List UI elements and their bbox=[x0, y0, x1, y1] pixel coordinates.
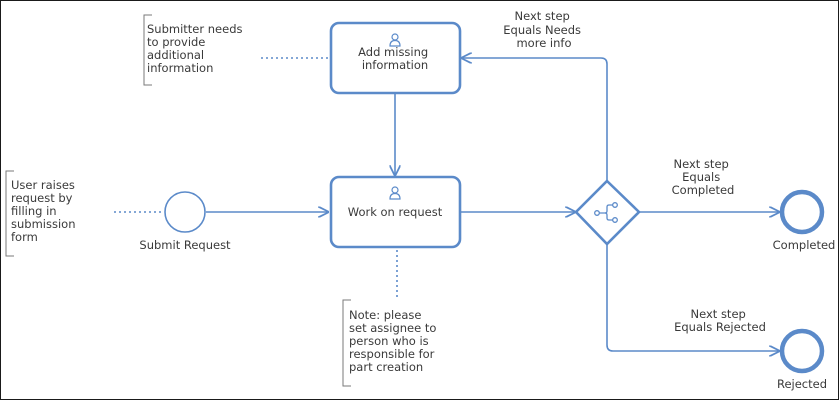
annotation-text: Submitter needs to provide additional in… bbox=[147, 22, 246, 75]
task-label-line: Add missing bbox=[358, 45, 428, 59]
start-event-submit-request[interactable]: Submit Request bbox=[139, 191, 231, 252]
flow-label-line: Equals Rejected bbox=[674, 320, 766, 334]
task-label-line: information bbox=[362, 58, 428, 72]
flow-label-line: Next step bbox=[515, 9, 570, 23]
annotation-line: information bbox=[147, 61, 213, 75]
annotation-note: Note: please set assignee to person who … bbox=[342, 250, 440, 387]
end-event-rejected[interactable]: Rejected bbox=[777, 328, 827, 391]
annotation-line: request by bbox=[11, 191, 73, 205]
branch-icon bbox=[594, 202, 618, 223]
annotation-submitter: Submitter needs to provide additional in… bbox=[143, 14, 328, 86]
start-event-circle[interactable] bbox=[164, 191, 206, 233]
task-box[interactable] bbox=[329, 175, 462, 249]
exclusive-gateway[interactable] bbox=[574, 179, 641, 246]
flow-label-rejected: Next step Equals Rejected bbox=[674, 307, 766, 334]
task-add-missing-information[interactable]: Add missing information bbox=[329, 21, 462, 95]
flow-label-needs-more-info: Next step Equals Needs more info bbox=[503, 9, 584, 50]
event-label: Completed bbox=[773, 238, 836, 252]
annotation-text: User raises request by filling in submis… bbox=[11, 178, 79, 244]
task-label: Add missing information bbox=[358, 45, 432, 72]
flow-label-line: Next step bbox=[691, 307, 746, 321]
annotation-line: set assignee to bbox=[349, 321, 436, 335]
flow-label-line: Next step bbox=[674, 157, 729, 171]
flow-gateway-to-rejected[interactable] bbox=[606, 244, 779, 351]
annotation-line: Note: please bbox=[349, 308, 421, 322]
flow-label-line: more info bbox=[516, 36, 571, 50]
annotation-line: submission bbox=[11, 217, 75, 231]
task-box[interactable] bbox=[329, 21, 462, 95]
annotation-line: part creation bbox=[349, 360, 423, 374]
flow-label-completed: Next step Equals Completed bbox=[672, 157, 735, 197]
gateway-diamond[interactable] bbox=[574, 179, 641, 246]
annotation-line: to provide bbox=[147, 35, 205, 49]
task-work-on-request[interactable]: Work on request bbox=[329, 175, 462, 249]
annotation-text: Note: please set assignee to person who … bbox=[349, 308, 440, 374]
event-label: Rejected bbox=[777, 377, 827, 391]
annotation-line: User raises bbox=[11, 178, 75, 192]
task-label-line: Work on request bbox=[348, 205, 443, 219]
flow-label-line: Completed bbox=[672, 183, 735, 197]
annotation-line: Submitter needs bbox=[147, 22, 243, 36]
flow-label-line: Equals Needs bbox=[503, 23, 581, 37]
event-label: Submit Request bbox=[139, 238, 231, 252]
annotation-line: additional bbox=[147, 48, 204, 62]
end-event-circle[interactable] bbox=[779, 328, 825, 374]
end-event-completed[interactable]: Completed bbox=[773, 189, 836, 252]
end-event-circle[interactable] bbox=[779, 189, 825, 235]
flow-label-line: Equals bbox=[682, 170, 720, 184]
task-label: Work on request bbox=[348, 205, 443, 219]
flow-gateway-to-add-info[interactable] bbox=[462, 58, 608, 181]
annotation-bracket bbox=[143, 14, 152, 86]
annotation-line: filling in bbox=[11, 204, 57, 218]
annotation-user-raises: User raises request by filling in submis… bbox=[5, 170, 161, 257]
annotation-bracket bbox=[5, 170, 14, 257]
annotation-line: form bbox=[11, 230, 38, 244]
user-icon bbox=[389, 186, 401, 200]
annotation-line: responsible for bbox=[349, 347, 435, 361]
annotation-line: person who is bbox=[349, 334, 429, 348]
annotation-bracket bbox=[342, 299, 351, 387]
user-icon bbox=[389, 33, 401, 47]
